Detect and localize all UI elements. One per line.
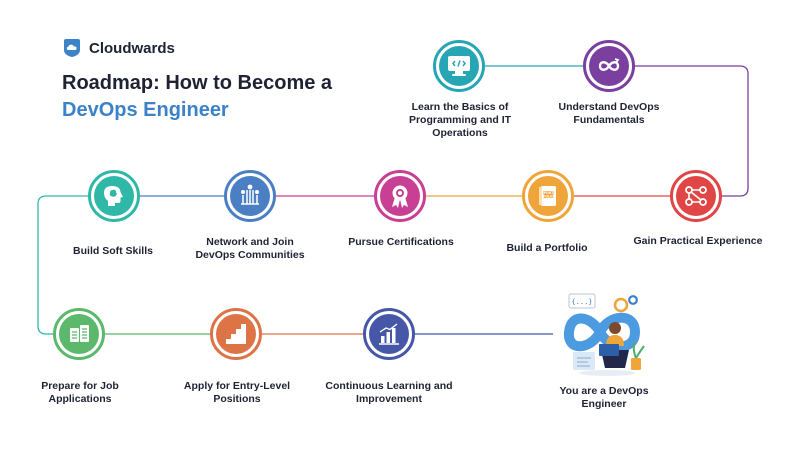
step-node-7	[88, 170, 140, 222]
step-label-8: Prepare for Job Applications	[41, 380, 119, 405]
step-node-1	[433, 40, 485, 92]
documents-icon	[70, 325, 89, 342]
step-label-7: Build Soft Skills	[73, 245, 153, 257]
brand-name: Cloudwards	[89, 39, 175, 57]
devops-engineer-illustration: {...}	[555, 288, 660, 383]
cloudwards-logo-icon	[64, 39, 80, 57]
portfolio-book-icon: PORT FOLIO	[539, 186, 556, 206]
stairs-icon	[226, 324, 246, 344]
step-label-11: You are a DevOps Engineer	[559, 385, 649, 410]
step-node-2	[583, 40, 635, 92]
code-monitor-icon	[448, 56, 470, 76]
step-node-9	[210, 308, 262, 360]
head-brain-icon	[104, 186, 123, 206]
step-node-5	[374, 170, 426, 222]
network-icon	[241, 184, 259, 205]
page-title: Roadmap: How to Become a DevOps Engineer	[62, 70, 332, 124]
step-label-1: Learn the Basics of Programming and IT O…	[408, 101, 512, 139]
svg-text:FOLIO: FOLIO	[543, 194, 554, 198]
step-label-9: Apply for Entry-Level Positions	[183, 380, 291, 405]
step-node-6	[224, 170, 276, 222]
brand: Cloudwards	[62, 38, 175, 58]
step-node-4: PORT FOLIO	[522, 170, 574, 222]
step-label-5: Pursue Certifications	[348, 236, 454, 248]
connector-2-3	[634, 65, 749, 197]
step-label-10: Continuous Learning and Improvement	[325, 380, 453, 405]
svg-text:PORT: PORT	[544, 191, 554, 195]
step-node-8	[53, 308, 105, 360]
title-line-1: Roadmap: How to Become a	[62, 72, 333, 94]
step-label-3: Gain Practical Experience	[633, 235, 763, 247]
connector-7-8	[37, 195, 88, 335]
bar-chart-icon	[379, 323, 399, 345]
step-label-6: Network and Join DevOps Communities	[195, 236, 305, 261]
infinity-loop-icon	[598, 58, 620, 71]
step-node-3	[670, 170, 722, 222]
title-line-2: DevOps Engineer	[62, 99, 229, 121]
step-node-10	[363, 308, 415, 360]
code-card-text: {...}	[571, 298, 592, 306]
step-label-2: Understand DevOps Fundamentals	[558, 101, 660, 126]
workflow-icon	[685, 186, 707, 206]
step-label-4: Build a Portfolio	[506, 242, 588, 254]
award-ribbon-icon	[392, 185, 408, 208]
